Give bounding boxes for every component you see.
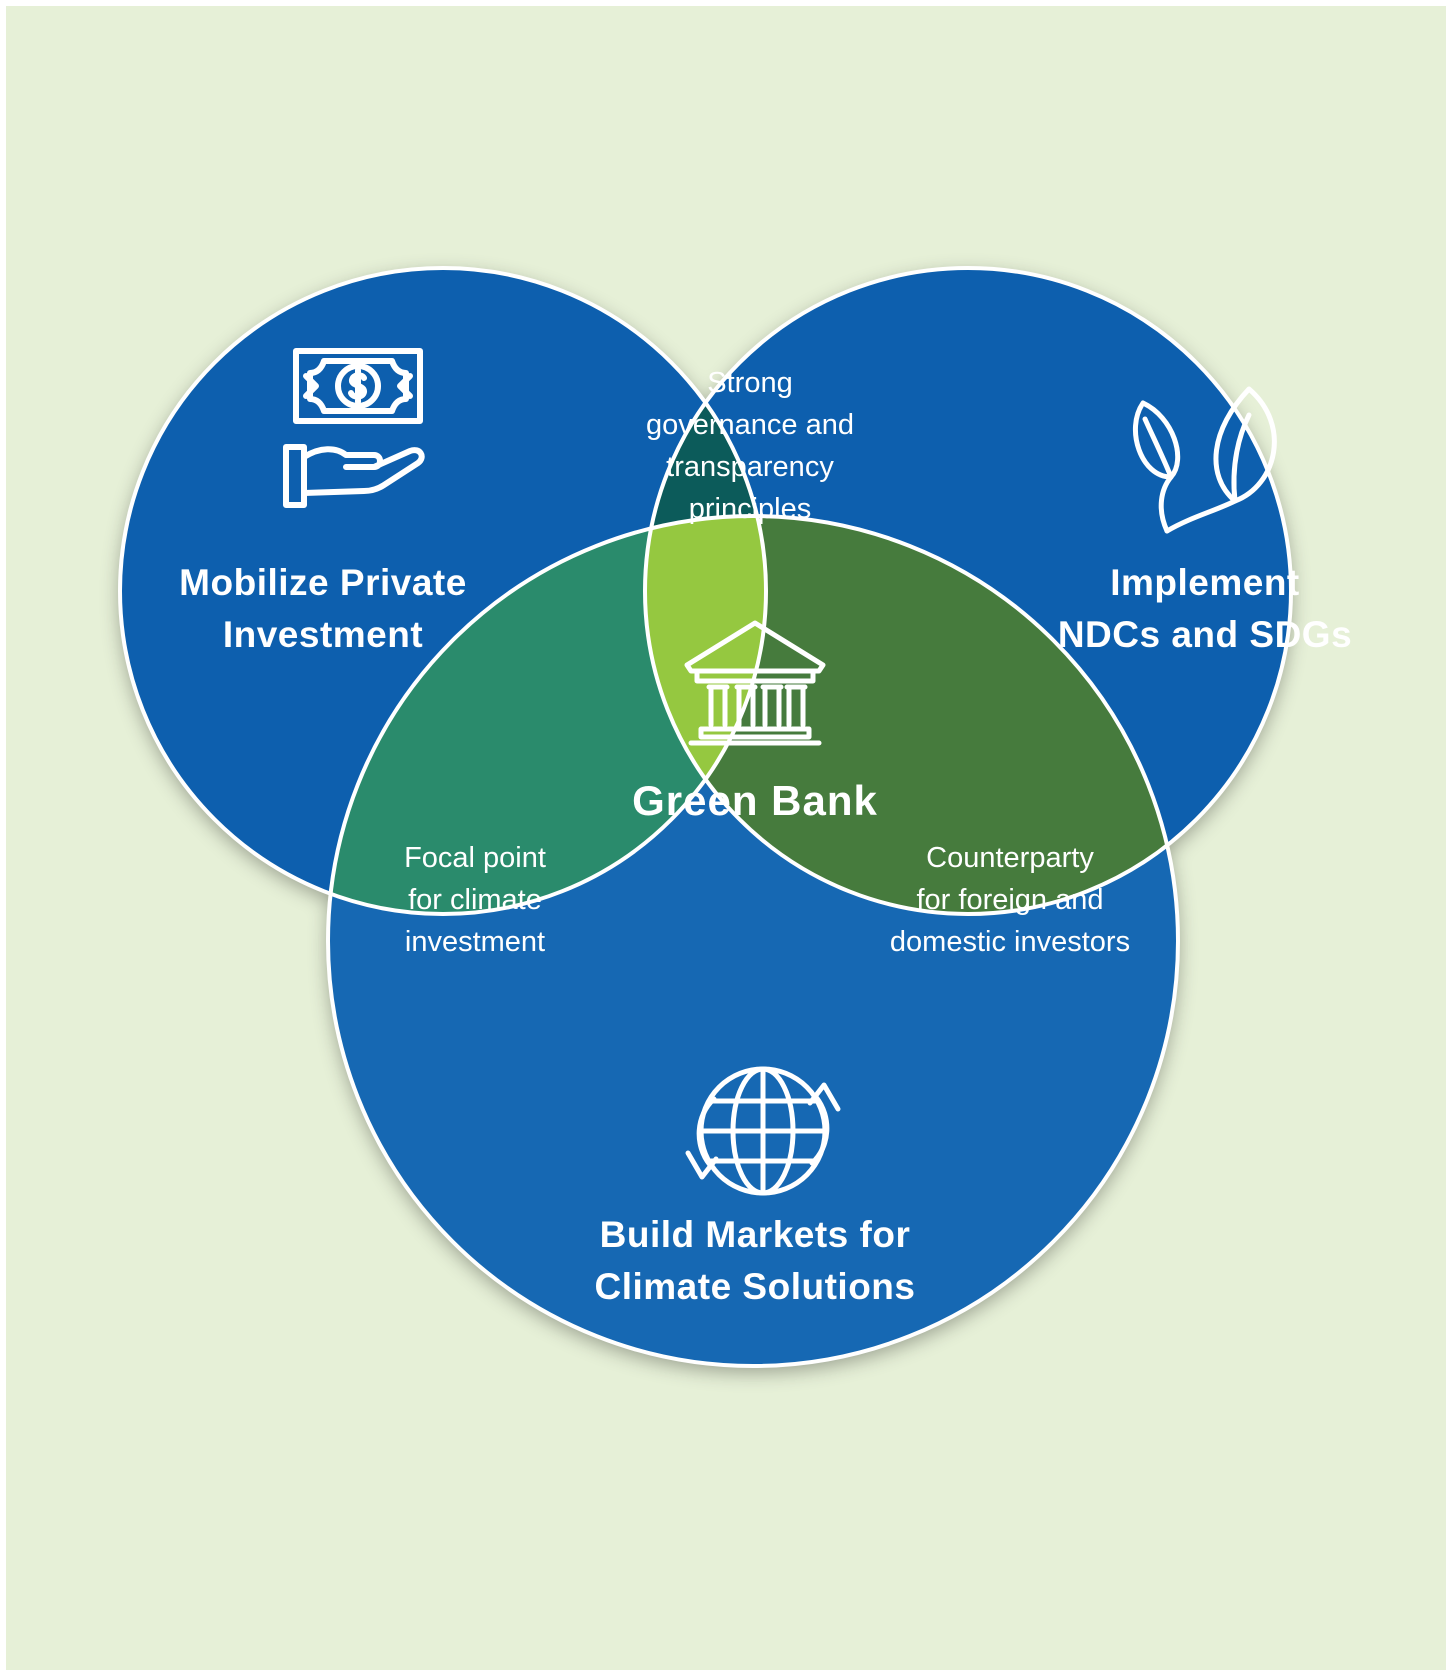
overlap-label-governance: Strong governance and transparency princ…	[646, 367, 854, 525]
overlap-label-counterparty: Counterparty for foreign and domestic in…	[889, 842, 1131, 958]
circle-label-implement: Implement NDCs and SDGs	[1057, 562, 1353, 655]
overlap-left-region	[328, 516, 766, 914]
overlap-label-focal-point: Focal point for climate investment	[404, 842, 546, 958]
circle-outlines	[118, 266, 1293, 1368]
globe-arrows-icon	[685, 1066, 841, 1196]
money-hand-icon	[283, 348, 425, 508]
leaves-icon	[1132, 386, 1277, 534]
overlap-right-region	[645, 516, 1178, 914]
circle-label-build: Build Markets for Climate Solutions	[594, 1214, 916, 1307]
center-label-green-bank: Green Bank	[632, 777, 878, 824]
circle-label-mobilize: Mobilize Private Investment	[179, 562, 467, 655]
bank-building-icon	[684, 620, 826, 746]
